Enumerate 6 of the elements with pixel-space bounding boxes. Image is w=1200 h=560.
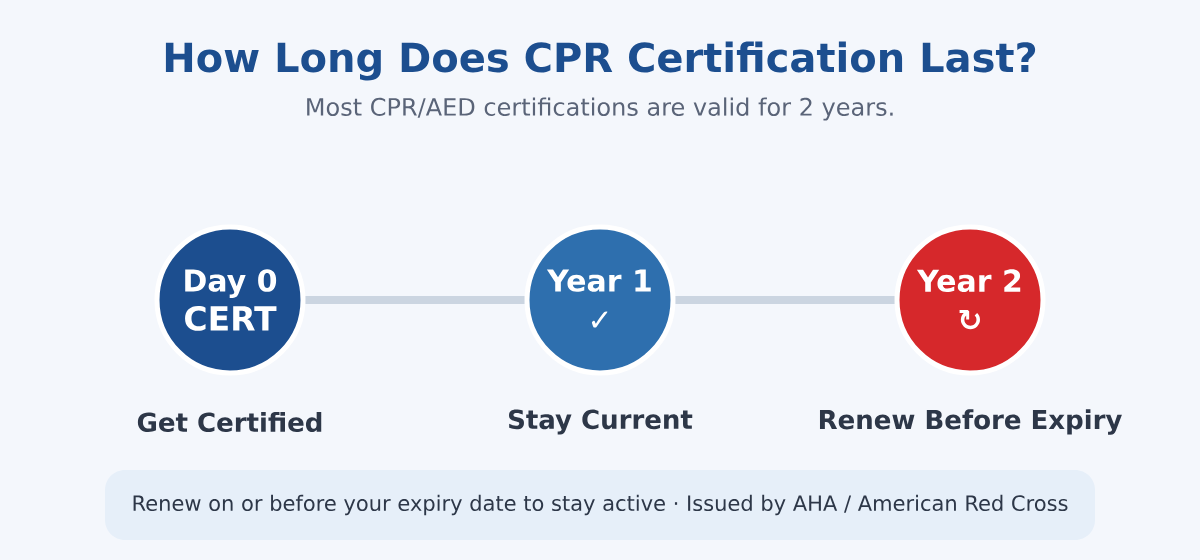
note-box: Renew on or before your expiry date to stay active · Issued by AHA / American Red Cross (105, 470, 1095, 540)
step-label: Stay Current (509, 409, 693, 435)
subtitle: Most CPR/AED certifications are valid for 2 years. (307, 97, 893, 121)
title: How Long Does CPR Certification Last? (165, 41, 1036, 81)
step-label: Get Certified (137, 411, 322, 433)
step-label: Renew Before Expiry (820, 409, 1122, 435)
